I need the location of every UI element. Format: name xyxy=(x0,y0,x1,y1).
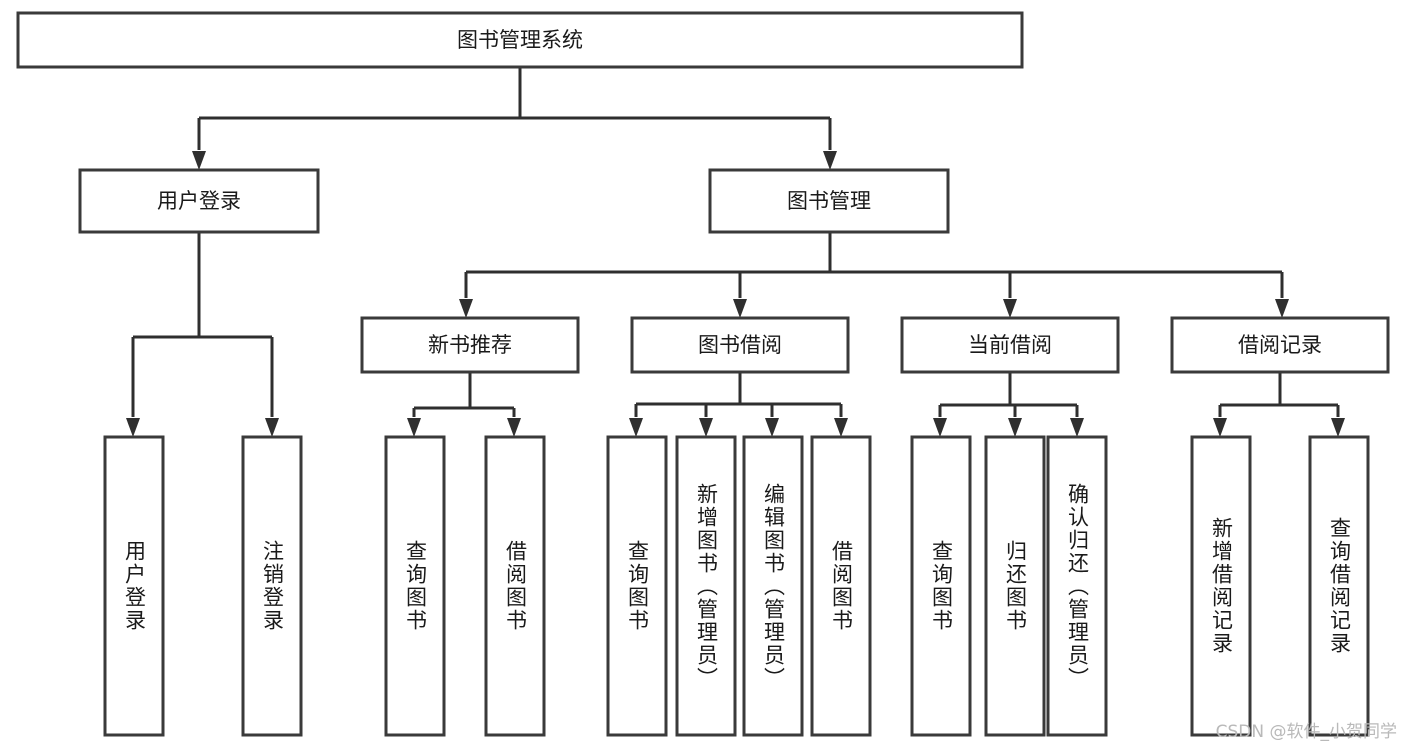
node-leaf-leaf-logout-login[interactable] xyxy=(241,435,303,737)
leaf-label-leaf-add-borrow-record: 新增借阅记录 xyxy=(1209,517,1234,655)
group-3-arrow-1 xyxy=(1331,418,1345,437)
group-0-arrow-1 xyxy=(507,418,521,437)
node-leaf-leaf-query-book-3[interactable] xyxy=(910,435,972,737)
book-manage-arrow-1 xyxy=(733,299,747,318)
node-level3-new-book-recommend[interactable] xyxy=(360,316,580,374)
node-level3-borrow-record[interactable] xyxy=(1170,316,1390,374)
connector-layer xyxy=(126,67,1345,437)
group-1-arrow-2 xyxy=(765,418,779,437)
node-label-new-book-recommend: 新书推荐 xyxy=(428,333,512,357)
node-leaf-leaf-borrow-book-1[interactable] xyxy=(484,435,546,737)
leaf-label-leaf-edit-book: 编辑图书（管理员） xyxy=(761,482,786,690)
node-leaf-leaf-add-borrow-record[interactable] xyxy=(1190,435,1252,737)
node-label-borrow-record: 借阅记录 xyxy=(1238,333,1322,357)
node-leaf-leaf-edit-book[interactable] xyxy=(742,435,804,737)
leaf-label-leaf-query-borrow-record: 查询借阅记录 xyxy=(1327,517,1352,655)
group-0-arrow-0 xyxy=(407,418,421,437)
node-title-undefined[interactable] xyxy=(16,11,1024,69)
user-login-arrow-0 xyxy=(126,418,140,437)
group-1-arrow-1 xyxy=(699,418,713,437)
leaf-label-leaf-query-book-2: 查询图书 xyxy=(625,540,650,632)
node-label-user-login: 用户登录 xyxy=(157,189,241,213)
book-manage-arrow-0 xyxy=(459,299,473,318)
leaf-label-leaf-user-login: 用户登录 xyxy=(122,540,147,632)
node-label-current-borrow: 当前借阅 xyxy=(968,333,1052,357)
leaf-label-leaf-query-book-1: 查询图书 xyxy=(403,540,428,632)
leaf-label-leaf-borrow-book-1: 借阅图书 xyxy=(503,540,528,632)
group-1-arrow-3 xyxy=(834,418,848,437)
node-leaf-leaf-return-book[interactable] xyxy=(984,435,1046,737)
node-leaf-leaf-user-login[interactable] xyxy=(103,435,165,737)
user-login-arrow-1 xyxy=(265,418,279,437)
group-2-arrow-0 xyxy=(933,418,947,437)
group-2-arrow-1 xyxy=(1008,418,1022,437)
node-level3-current-borrow[interactable] xyxy=(900,316,1120,374)
node-leaf-leaf-borrow-book-2[interactable] xyxy=(810,435,872,737)
leaf-label-leaf-borrow-book-2: 借阅图书 xyxy=(829,540,854,632)
root-arrow-0 xyxy=(192,151,206,170)
book-manage-arrow-2 xyxy=(1003,299,1017,318)
leaf-label-leaf-return-book: 归还图书 xyxy=(1003,540,1028,632)
node-leaf-leaf-query-book-2[interactable] xyxy=(606,435,668,737)
node-level3-book-borrow[interactable] xyxy=(630,316,850,374)
csdn-watermark: CSDN @软件_小贺同学 xyxy=(1215,722,1397,742)
group-3-arrow-0 xyxy=(1213,418,1227,437)
node-leaf-leaf-query-book-1[interactable] xyxy=(384,435,446,737)
node-box-layer xyxy=(16,11,1390,737)
leaf-label-leaf-logout-login: 注销登录 xyxy=(260,540,285,632)
leaf-label-leaf-confirm-return: 确认归还（管理员） xyxy=(1065,482,1090,690)
node-label-title: 图书管理系统 xyxy=(457,28,583,52)
group-1-arrow-0 xyxy=(629,418,643,437)
node-leaf-leaf-confirm-return[interactable] xyxy=(1046,435,1108,737)
node-level2-user-login[interactable] xyxy=(78,168,320,234)
node-leaf-leaf-add-book[interactable] xyxy=(675,435,737,737)
book-manage-arrow-3 xyxy=(1275,299,1289,318)
leaf-label-leaf-query-book-3: 查询图书 xyxy=(929,540,954,632)
node-label-book-manage: 图书管理 xyxy=(787,189,871,213)
leaf-label-leaf-add-book: 新增图书（管理员） xyxy=(694,482,719,690)
node-level2-book-manage[interactable] xyxy=(708,168,950,234)
group-2-arrow-2 xyxy=(1070,418,1084,437)
node-leaf-leaf-query-borrow-record[interactable] xyxy=(1308,435,1370,737)
node-label-book-borrow: 图书借阅 xyxy=(698,333,782,357)
root-arrow-1 xyxy=(823,151,837,170)
